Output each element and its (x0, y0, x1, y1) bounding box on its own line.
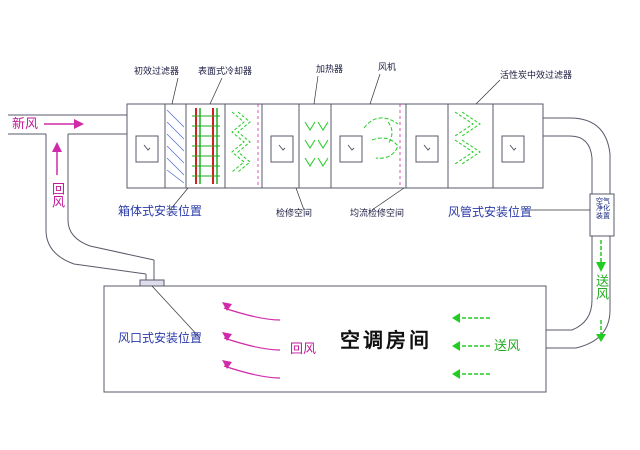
room-supply-arrows (460, 317, 490, 375)
label-return-air-room: 回风 (290, 342, 317, 357)
supply-down-arrow (596, 240, 606, 342)
room-title: 空调房间 (340, 328, 432, 352)
label-supply-air-vertical: 送风 (593, 274, 608, 300)
ahu-casing (126, 103, 544, 189)
eliminator-plates (231, 111, 251, 173)
label-supply-air-room: 送风 (494, 339, 521, 354)
label-surface-cooler: 表面式冷却器 (198, 67, 253, 77)
leader-lines (151, 73, 590, 339)
conditioned-room (103, 285, 547, 393)
label-inspection-space: 检修空间 (276, 209, 313, 219)
label-duct-install: 风管式安装位置 (448, 205, 533, 219)
fresh-air-duct (8, 114, 127, 135)
humidifier-nozzles (304, 121, 329, 167)
ahu-section-dividers (164, 104, 494, 188)
return-air-up-arrow (52, 142, 62, 175)
medium-filter-bags (454, 111, 481, 165)
section-marks (257, 104, 401, 188)
label-box-install: 箱体式安装位置 (118, 204, 203, 218)
label-outlet-install: 风口式安装位置 (118, 331, 203, 345)
surface-cooler-coil (192, 108, 220, 184)
label-return-air-vertical: 回风 (49, 182, 64, 208)
label-purifier: 空气净化装置 (596, 197, 610, 220)
primary-filter-hatch (166, 109, 185, 184)
room-supply-arrowheads (452, 313, 460, 379)
supply-air-duct (543, 117, 615, 349)
label-primary-filter: 初效过滤器 (134, 67, 180, 77)
label-fan: 风机 (378, 63, 397, 73)
room-return-arrowheads (222, 302, 232, 369)
fan-symbol (363, 117, 399, 159)
label-fresh-air: 新风 (12, 117, 39, 132)
access-doors (135, 135, 525, 163)
label-even-flow-space: 均流检修空间 (350, 209, 405, 219)
fresh-air-arrow (44, 119, 84, 129)
label-medium-filter: 活性炭中效过滤器 (500, 71, 573, 81)
return-air-duct (45, 134, 165, 287)
room-return-arrows (223, 307, 281, 379)
label-humidifier: 加热器 (316, 65, 344, 75)
